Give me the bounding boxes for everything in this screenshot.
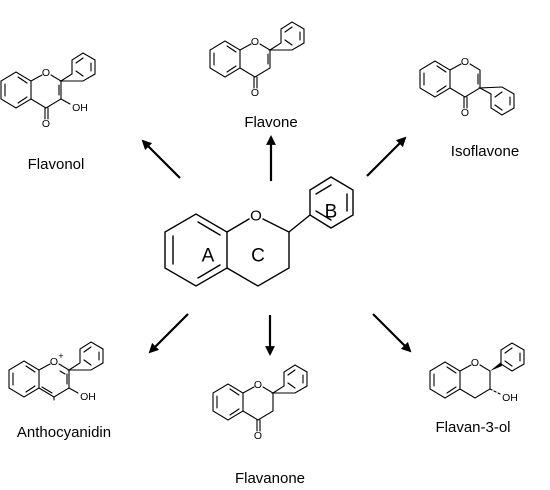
- flavone-label: Flavone: [244, 114, 297, 131]
- anthocyanidin-label: Anthocyanidin: [17, 424, 111, 441]
- flavanone-ring-oxygen: O: [254, 379, 262, 391]
- flavanone-keto-oxygen: O: [254, 430, 262, 442]
- flavonol-ring-oxygen: O: [42, 67, 50, 79]
- anthocyanidin-ring-oxygen: O: [50, 356, 58, 368]
- flavan3ol-structure: O OH: [429, 342, 525, 404]
- arrow-to-isoflavone: [366, 136, 407, 177]
- arrow-to-flavan3ol: [372, 313, 412, 353]
- flavone-ring-oxygen: O: [251, 36, 259, 48]
- flavonol-keto-oxygen: O: [42, 118, 50, 130]
- flavan3ol-hydroxyl: OH: [502, 392, 518, 404]
- ring-a-label: A: [202, 246, 215, 267]
- isoflavone-keto-oxygen: O: [461, 107, 469, 119]
- anthocyanidin-charge: +: [58, 351, 63, 361]
- center-oxygen-label: O: [250, 208, 262, 225]
- flavonol-structure: O O OH: [0, 52, 96, 130]
- anthocyanidin-structure: O + OH: [8, 341, 104, 403]
- flavan-core-structure: O A C B: [164, 176, 354, 287]
- flavan3ol-label: Flavan-3-ol: [435, 419, 510, 436]
- arrow-to-anthocyanidin: [148, 313, 189, 354]
- flavonol-hydroxyl: OH: [72, 102, 88, 114]
- anthocyanidin-hydroxyl: OH: [80, 391, 96, 403]
- ring-b-label: B: [325, 202, 338, 223]
- flavonol-label: Flavonol: [28, 156, 85, 173]
- flavanone-structure: O O: [212, 364, 308, 442]
- flavone-keto-oxygen: O: [251, 87, 259, 99]
- isoflavone-label: Isoflavone: [451, 143, 519, 160]
- ring-c-label: C: [251, 246, 265, 267]
- isoflavone-ring-oxygen: O: [461, 56, 469, 68]
- arrows: [141, 135, 412, 356]
- arrow-to-flavonol: [141, 139, 181, 179]
- flavone-structure: O O: [209, 21, 305, 99]
- flavan3ol-ring-oxygen: O: [471, 357, 479, 369]
- flavanone-label: Flavanone: [235, 470, 305, 487]
- isoflavone-structure: O O: [419, 56, 515, 119]
